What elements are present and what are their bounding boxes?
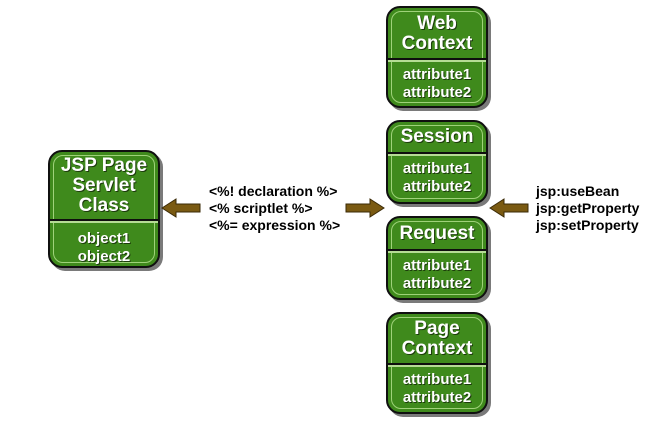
request-box: Request attribute1 attribute2 xyxy=(386,216,488,300)
page-context-attribute1: attribute1 xyxy=(402,371,472,388)
request-attribute2: attribute2 xyxy=(402,275,472,292)
web-context-attribute1: attribute1 xyxy=(402,66,472,83)
declaration-label: <%! declaration %> xyxy=(209,183,338,199)
web-context-box: Web Context attribute1 attribute2 xyxy=(386,6,488,108)
expression-label: <%= expression %> xyxy=(209,217,341,233)
request-title: Request xyxy=(399,223,475,244)
arrow-from-actions-icon xyxy=(489,198,529,218)
web-context-title: Web Context xyxy=(401,13,473,54)
scriptlet-label: <% scriptlet %> xyxy=(209,200,313,216)
object1-label: object1 xyxy=(77,230,131,247)
get-property-label: jsp:getProperty xyxy=(536,200,640,216)
set-property-label: jsp:setProperty xyxy=(536,217,639,233)
page-context-attributes: attribute1 attribute2 xyxy=(388,371,486,407)
arrow-to-servlet-icon xyxy=(161,198,201,218)
object2-label: object2 xyxy=(77,248,131,265)
request-attributes: attribute1 attribute2 xyxy=(388,257,486,293)
servlet-objects: object1 object2 xyxy=(50,230,158,266)
servlet-class-box: JSP Page Servlet Class object1 object2 xyxy=(48,150,160,268)
scripting-elements: <%! declaration %> <% scriptlet %> <%= e… xyxy=(209,183,340,234)
session-attribute1: attribute1 xyxy=(402,160,472,177)
session-attributes: attribute1 attribute2 xyxy=(388,160,486,196)
web-context-attributes: attribute1 attribute2 xyxy=(388,66,486,102)
page-context-attribute2: attribute2 xyxy=(402,389,472,406)
jsp-actions: jsp:useBean jsp:getProperty jsp:setPrope… xyxy=(536,183,639,234)
page-context-box: Page Context attribute1 attribute2 xyxy=(386,312,488,414)
servlet-class-title: JSP Page Servlet Class xyxy=(60,155,148,216)
arrow-to-scopes-icon xyxy=(345,198,385,218)
session-attribute2: attribute2 xyxy=(402,178,472,195)
session-box: Session attribute1 attribute2 xyxy=(386,120,488,204)
request-attribute1: attribute1 xyxy=(402,257,472,274)
web-context-attribute2: attribute2 xyxy=(402,84,472,101)
page-context-title: Page Context xyxy=(401,318,473,359)
session-title: Session xyxy=(400,126,474,147)
use-bean-label: jsp:useBean xyxy=(536,183,620,199)
